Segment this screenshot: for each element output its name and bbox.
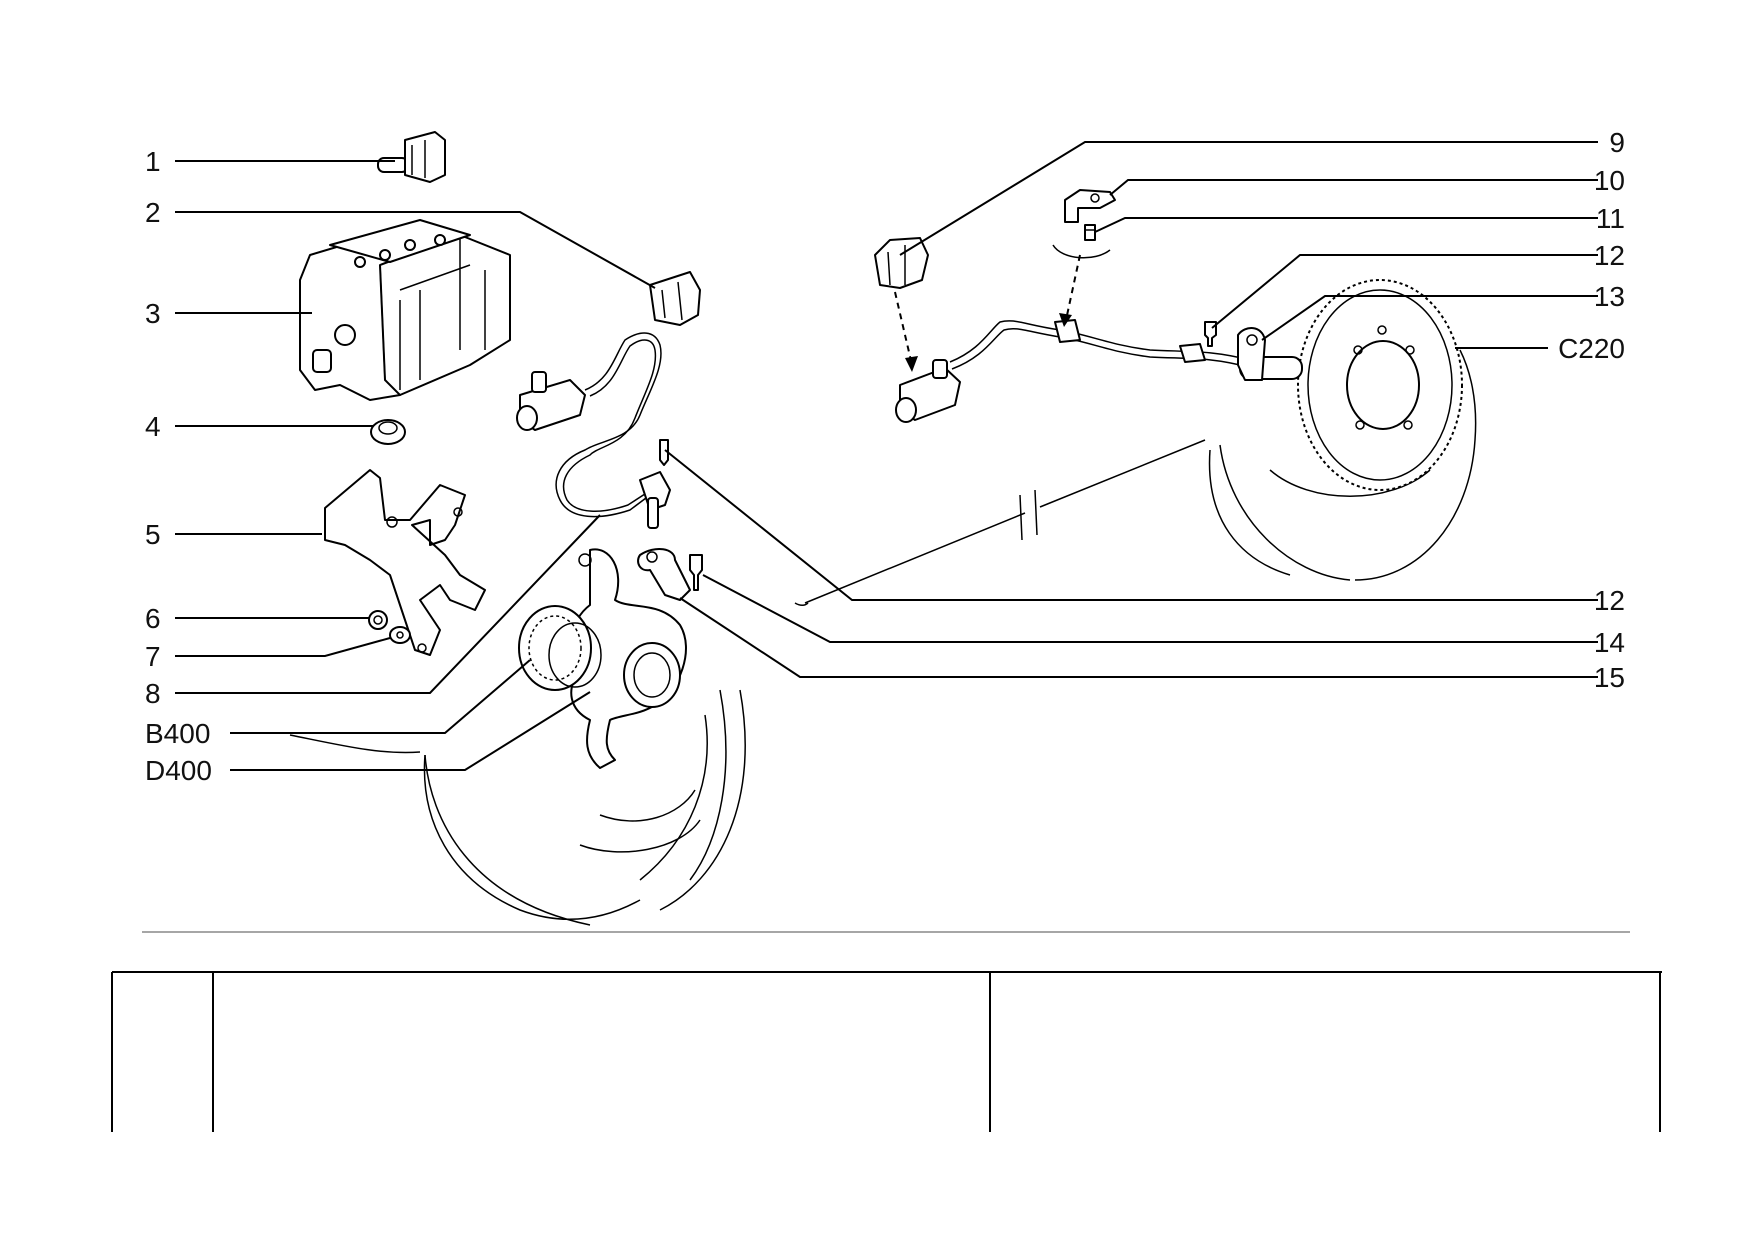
callout-8: 8 xyxy=(145,678,161,709)
leader-lines xyxy=(175,141,1598,771)
rear-screw-part xyxy=(1084,224,1096,241)
callout-2: 2 xyxy=(145,197,161,228)
steering-knuckle-part xyxy=(518,548,687,769)
grommet-part xyxy=(370,419,406,445)
callout-14: 14 xyxy=(1594,627,1625,658)
callout-7: 7 xyxy=(145,641,161,672)
rear-sensor-clip-part xyxy=(874,237,929,289)
rear-bracket-part xyxy=(1064,189,1116,223)
callout-10: 10 xyxy=(1594,165,1625,196)
callout-12-upper: 12 xyxy=(1594,240,1625,271)
callout-11: 11 xyxy=(1596,203,1625,234)
assembly-arrow-head xyxy=(905,356,918,372)
mounting-bracket-part xyxy=(324,469,486,656)
callout-15: 15 xyxy=(1594,662,1625,693)
rear-speed-sensor-part xyxy=(1237,327,1303,381)
callout-d400: D400 xyxy=(145,755,212,786)
rear-wheel-outline xyxy=(1208,349,1477,581)
callout-c220: C220 xyxy=(1558,333,1625,364)
tone-ring-part xyxy=(1297,279,1463,491)
front-sensor-harness-part xyxy=(516,332,671,529)
callout-12-lower: 12 xyxy=(1594,585,1625,616)
callout-5: 5 xyxy=(145,519,161,550)
bolt-part xyxy=(659,439,669,466)
assembly-arrow-head xyxy=(1059,313,1072,327)
callout-9: 9 xyxy=(1609,127,1625,158)
sensor-bracket-part xyxy=(637,548,703,601)
callout-4: 4 xyxy=(145,411,161,442)
nut-part xyxy=(368,610,388,630)
front-sensor-clip-part xyxy=(649,271,701,326)
abs-clip-part xyxy=(377,131,446,183)
washer-part xyxy=(389,626,411,644)
callout-1: 1 xyxy=(145,146,161,177)
assembly-arrow-bracket xyxy=(1065,254,1081,321)
callout-6: 6 xyxy=(145,603,161,634)
callout-3: 3 xyxy=(145,298,161,329)
callout-b400: B400 xyxy=(145,718,210,749)
abs-hydraulic-unit xyxy=(299,219,511,401)
callout-13: 13 xyxy=(1594,281,1625,312)
assembly-arrow-clip xyxy=(894,291,913,366)
rear-sensor-harness-part xyxy=(895,319,1251,423)
title-block-table xyxy=(111,971,1662,1132)
front-wheel-outline xyxy=(289,689,746,926)
axle-break-line xyxy=(794,439,1206,606)
